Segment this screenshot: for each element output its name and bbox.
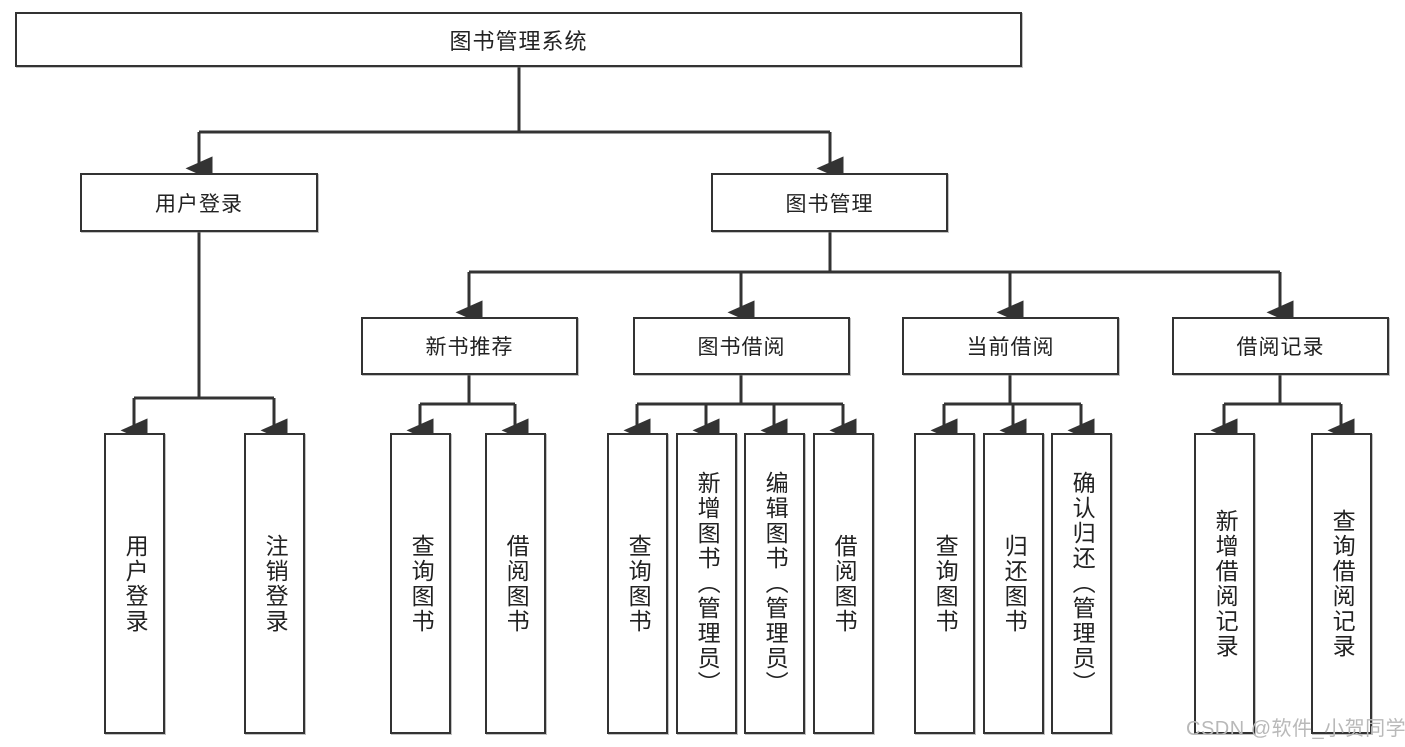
node-leaf-new-book-query-label: 查询图书 [408, 533, 435, 634]
node-book-borrow[interactable]: 图书借阅 [633, 317, 850, 375]
node-leaf-borrow-borrow-book-label: 借阅图书 [831, 533, 858, 634]
node-book-borrow-label: 图书借阅 [697, 336, 786, 359]
node-book-management[interactable]: 图书管理 [711, 173, 948, 232]
node-book-management-label: 图书管理 [785, 192, 874, 216]
node-leaf-borrow-add-book[interactable]: 新增图书（管理员） [676, 433, 737, 734]
node-root-system-label: 图书管理系统 [449, 28, 588, 54]
node-leaf-user-login-signin-label: 用户登录 [122, 533, 149, 634]
node-current-borrow[interactable]: 当前借阅 [902, 317, 1119, 375]
node-leaf-current-return-book[interactable]: 归还图书 [983, 433, 1044, 734]
node-leaf-current-confirm-return-label: 确认归还（管理员） [1069, 471, 1096, 696]
node-leaf-new-book-borrow-label: 借阅图书 [503, 533, 530, 634]
node-leaf-records-query[interactable]: 查询借阅记录 [1311, 433, 1372, 734]
node-leaf-current-query-book-label: 查询图书 [932, 533, 959, 634]
node-borrow-records[interactable]: 借阅记录 [1172, 317, 1389, 375]
node-leaf-current-return-book-label: 归还图书 [1001, 533, 1028, 634]
node-leaf-borrow-edit-book[interactable]: 编辑图书（管理员） [744, 433, 805, 734]
node-root-system[interactable]: 图书管理系统 [15, 12, 1022, 67]
node-leaf-borrow-query-book-label: 查询图书 [625, 533, 652, 634]
node-leaf-borrow-query-book[interactable]: 查询图书 [607, 433, 668, 734]
node-leaf-new-book-borrow[interactable]: 借阅图书 [485, 433, 546, 734]
node-leaf-records-add-label: 新增借阅记录 [1212, 508, 1239, 659]
node-leaf-records-add[interactable]: 新增借阅记录 [1194, 433, 1255, 734]
node-leaf-borrow-borrow-book[interactable]: 借阅图书 [813, 433, 874, 734]
node-new-book-recommend[interactable]: 新书推荐 [361, 317, 578, 375]
node-new-book-recommend-label: 新书推荐 [425, 336, 514, 359]
node-user-login-label: 用户登录 [155, 192, 243, 216]
node-borrow-records-label: 借阅记录 [1236, 336, 1325, 359]
node-leaf-new-book-query[interactable]: 查询图书 [390, 433, 451, 734]
node-current-borrow-label: 当前借阅 [966, 336, 1055, 359]
node-leaf-user-login-signin[interactable]: 用户登录 [104, 433, 165, 734]
csdn-watermark: CSDN @软件_小贺同学 [1186, 718, 1405, 740]
node-leaf-current-confirm-return[interactable]: 确认归还（管理员） [1051, 433, 1112, 734]
node-leaf-current-query-book[interactable]: 查询图书 [914, 433, 975, 734]
node-leaf-borrow-edit-book-label: 编辑图书（管理员） [762, 471, 789, 696]
node-leaf-user-login-signout-label: 注销登录 [262, 533, 289, 634]
node-leaf-user-login-signout[interactable]: 注销登录 [244, 433, 305, 734]
node-user-login[interactable]: 用户登录 [80, 173, 318, 232]
node-leaf-borrow-add-book-label: 新增图书（管理员） [694, 471, 721, 696]
node-leaf-records-query-label: 查询借阅记录 [1329, 508, 1356, 659]
